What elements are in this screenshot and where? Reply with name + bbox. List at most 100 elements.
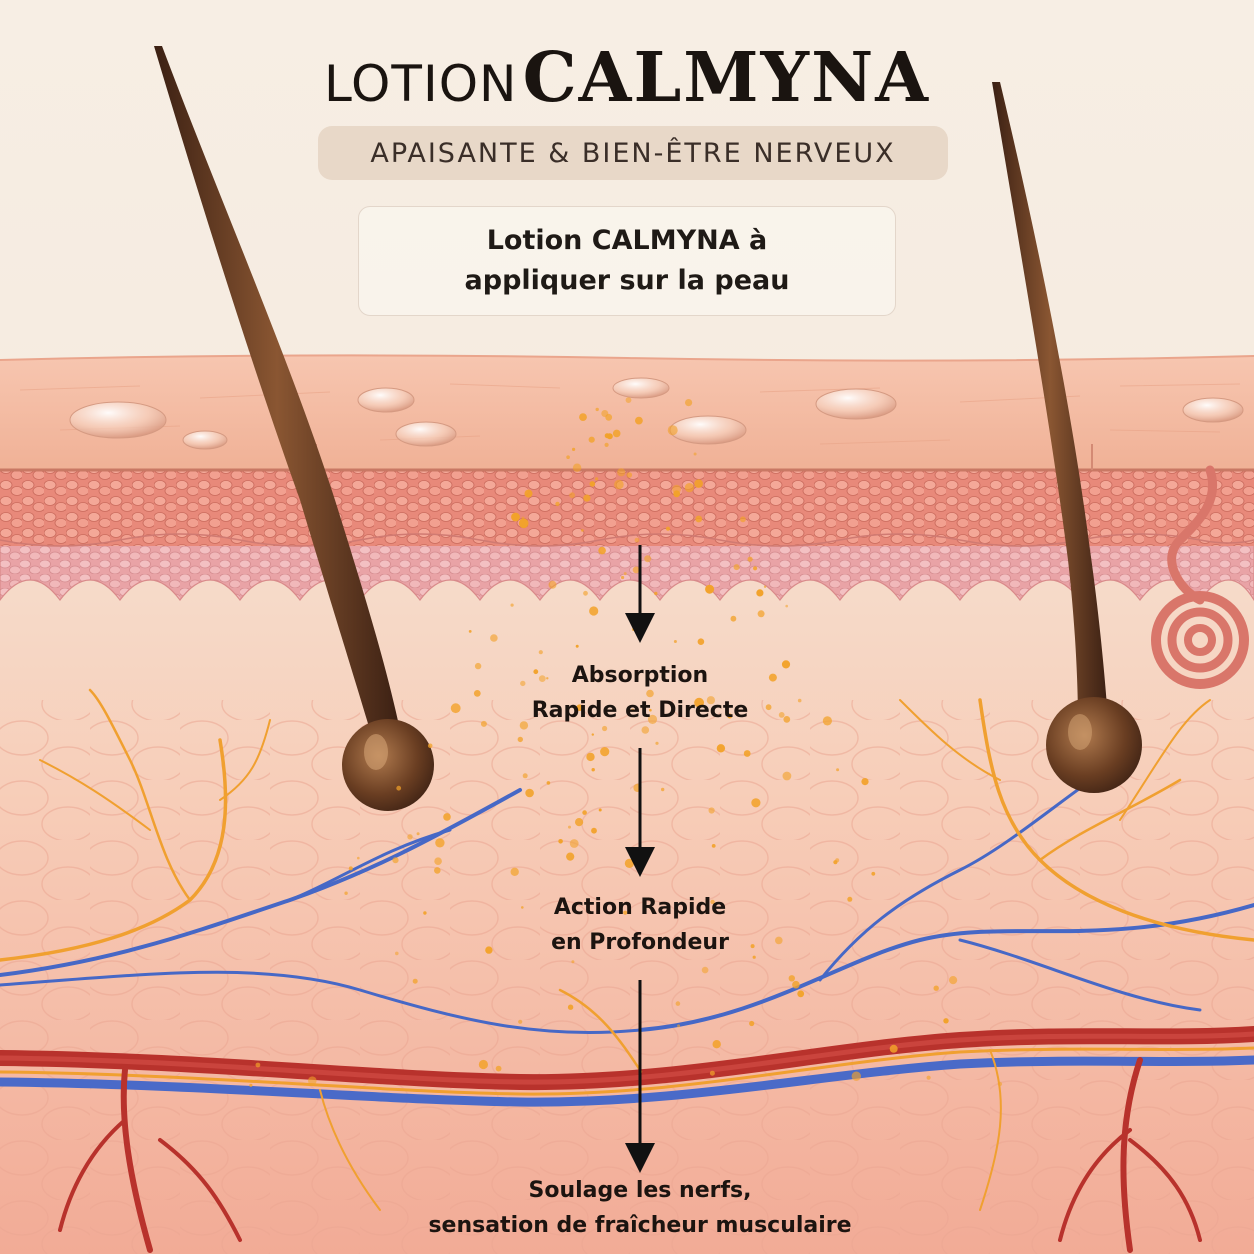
lotion-particle — [778, 712, 785, 718]
lotion-particle — [625, 397, 632, 403]
epidermis-layer — [0, 466, 1254, 546]
lotion-particles — [249, 397, 1003, 1087]
lotion-particle — [626, 472, 633, 478]
lotion-particle — [757, 610, 765, 618]
lotion-particle — [435, 838, 445, 848]
step-absorption: Absorption Rapide et Directe — [400, 658, 880, 728]
lotion-particle — [521, 516, 525, 520]
lotion-particle — [743, 750, 751, 757]
lotion-particle — [768, 673, 777, 682]
lotion-particle — [517, 736, 523, 743]
lotion-particle — [693, 452, 697, 456]
lotion-particle — [520, 680, 526, 687]
lotion-particle — [591, 733, 594, 736]
title-prefix: LOTION — [323, 55, 518, 113]
lotion-particle — [538, 650, 543, 655]
lotion-particle — [631, 708, 635, 712]
lotion-particle — [851, 1071, 861, 1081]
lotion-particle — [511, 512, 520, 522]
lotion-particle — [632, 628, 635, 631]
lotion-particle — [711, 844, 716, 848]
lotion-particle — [785, 604, 788, 608]
lotion-particle — [416, 832, 420, 836]
lotion-particle — [490, 634, 498, 642]
lotion-particle — [716, 744, 726, 753]
lotion-particle — [889, 1044, 898, 1053]
step-deep-action: Action Rapide en Profondeur — [400, 890, 880, 960]
lotion-particle — [710, 899, 715, 905]
lotion-particle — [423, 911, 427, 915]
lotion-particle — [569, 839, 579, 848]
subtitle-banner: APAISANTE & BIEN-ÊTRE NERVEUX — [318, 126, 948, 180]
lotion-particle — [694, 479, 703, 488]
lotion-particle — [595, 477, 599, 481]
lotion-particle — [604, 433, 610, 439]
lotion-particle — [623, 572, 627, 576]
lotion-particle — [412, 978, 418, 984]
lotion-particle — [733, 564, 740, 571]
lotion-particle — [781, 660, 791, 669]
lotion-particle — [468, 630, 472, 633]
lotion-particle — [443, 813, 451, 821]
lotion-particle — [605, 413, 613, 421]
lotion-particle — [566, 455, 570, 460]
lotion-particle — [933, 985, 939, 991]
lotion-particle — [344, 891, 348, 895]
lotion-particle — [673, 490, 681, 498]
lotion-particle — [581, 529, 584, 532]
lotion-particle — [569, 492, 575, 499]
lotion-particle — [572, 463, 582, 472]
lotion-particle — [747, 556, 753, 562]
lotion-particle — [792, 980, 800, 989]
lotion-particle — [623, 910, 628, 915]
lotion-particle — [782, 771, 792, 781]
lotion-particle — [518, 518, 529, 529]
lotion-particle — [579, 413, 587, 421]
lotion-particle — [695, 515, 703, 523]
lotion-particle — [348, 866, 353, 871]
lotion-particle — [427, 743, 433, 749]
lotion-particle — [591, 827, 597, 834]
lotion-particle — [926, 1075, 931, 1080]
lotion-particle — [392, 857, 399, 864]
lotion-particle — [572, 447, 576, 451]
lotion-particle — [396, 785, 402, 791]
lotion-particle — [407, 834, 413, 840]
lotion-particle — [763, 585, 767, 588]
step-1-line-1: Absorption — [571, 663, 709, 688]
lotion-particle — [667, 425, 678, 436]
lotion-particle — [706, 696, 716, 705]
lotion-particle — [649, 708, 652, 712]
lotion-particle — [589, 481, 596, 487]
lotion-particle — [861, 778, 869, 786]
lotion-particle — [635, 416, 643, 425]
lotion-particle — [555, 501, 560, 507]
lotion-particle — [434, 857, 442, 865]
lotion-particle — [614, 479, 624, 490]
lotion-particle — [644, 555, 652, 563]
lotion-particle — [588, 436, 595, 443]
lotion-particle — [727, 713, 733, 719]
lotion-particle — [474, 662, 482, 670]
lotion-particle — [621, 575, 625, 580]
step-relief: Soulage les nerfs, sensation de fraîcheu… — [300, 1173, 980, 1243]
lotion-particle — [684, 483, 695, 493]
page-title: LOTION CALMYNA — [0, 38, 1254, 118]
application-info-box: Lotion CALMYNA à appliquer sur la peau — [358, 206, 896, 316]
lotion-particle — [712, 1040, 721, 1049]
lotion-particle — [775, 936, 783, 945]
lotion-particle — [522, 773, 528, 779]
lotion-particle — [598, 546, 606, 555]
lotion-particle — [673, 640, 677, 643]
lotion-particle — [568, 825, 571, 829]
hair-follicle-right — [992, 82, 1142, 793]
lotion-particle — [750, 944, 755, 949]
lotion-particle — [521, 906, 524, 909]
lotion-particle — [548, 580, 557, 589]
step-3-line-1: Soulage les nerfs, — [528, 1178, 752, 1203]
lotion-particle — [602, 725, 608, 732]
lotion-particle — [646, 689, 654, 698]
lotion-particle — [701, 966, 709, 974]
sweat-gland — [1151, 465, 1249, 689]
